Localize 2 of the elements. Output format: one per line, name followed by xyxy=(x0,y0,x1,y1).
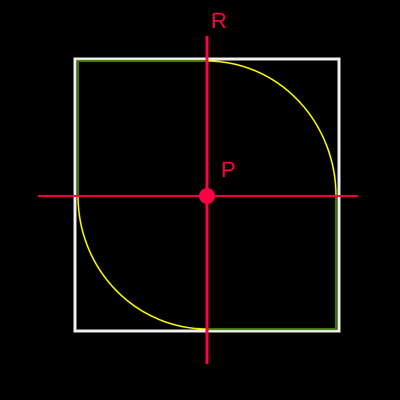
point-label: P xyxy=(221,159,236,181)
point-label: R xyxy=(211,10,227,32)
